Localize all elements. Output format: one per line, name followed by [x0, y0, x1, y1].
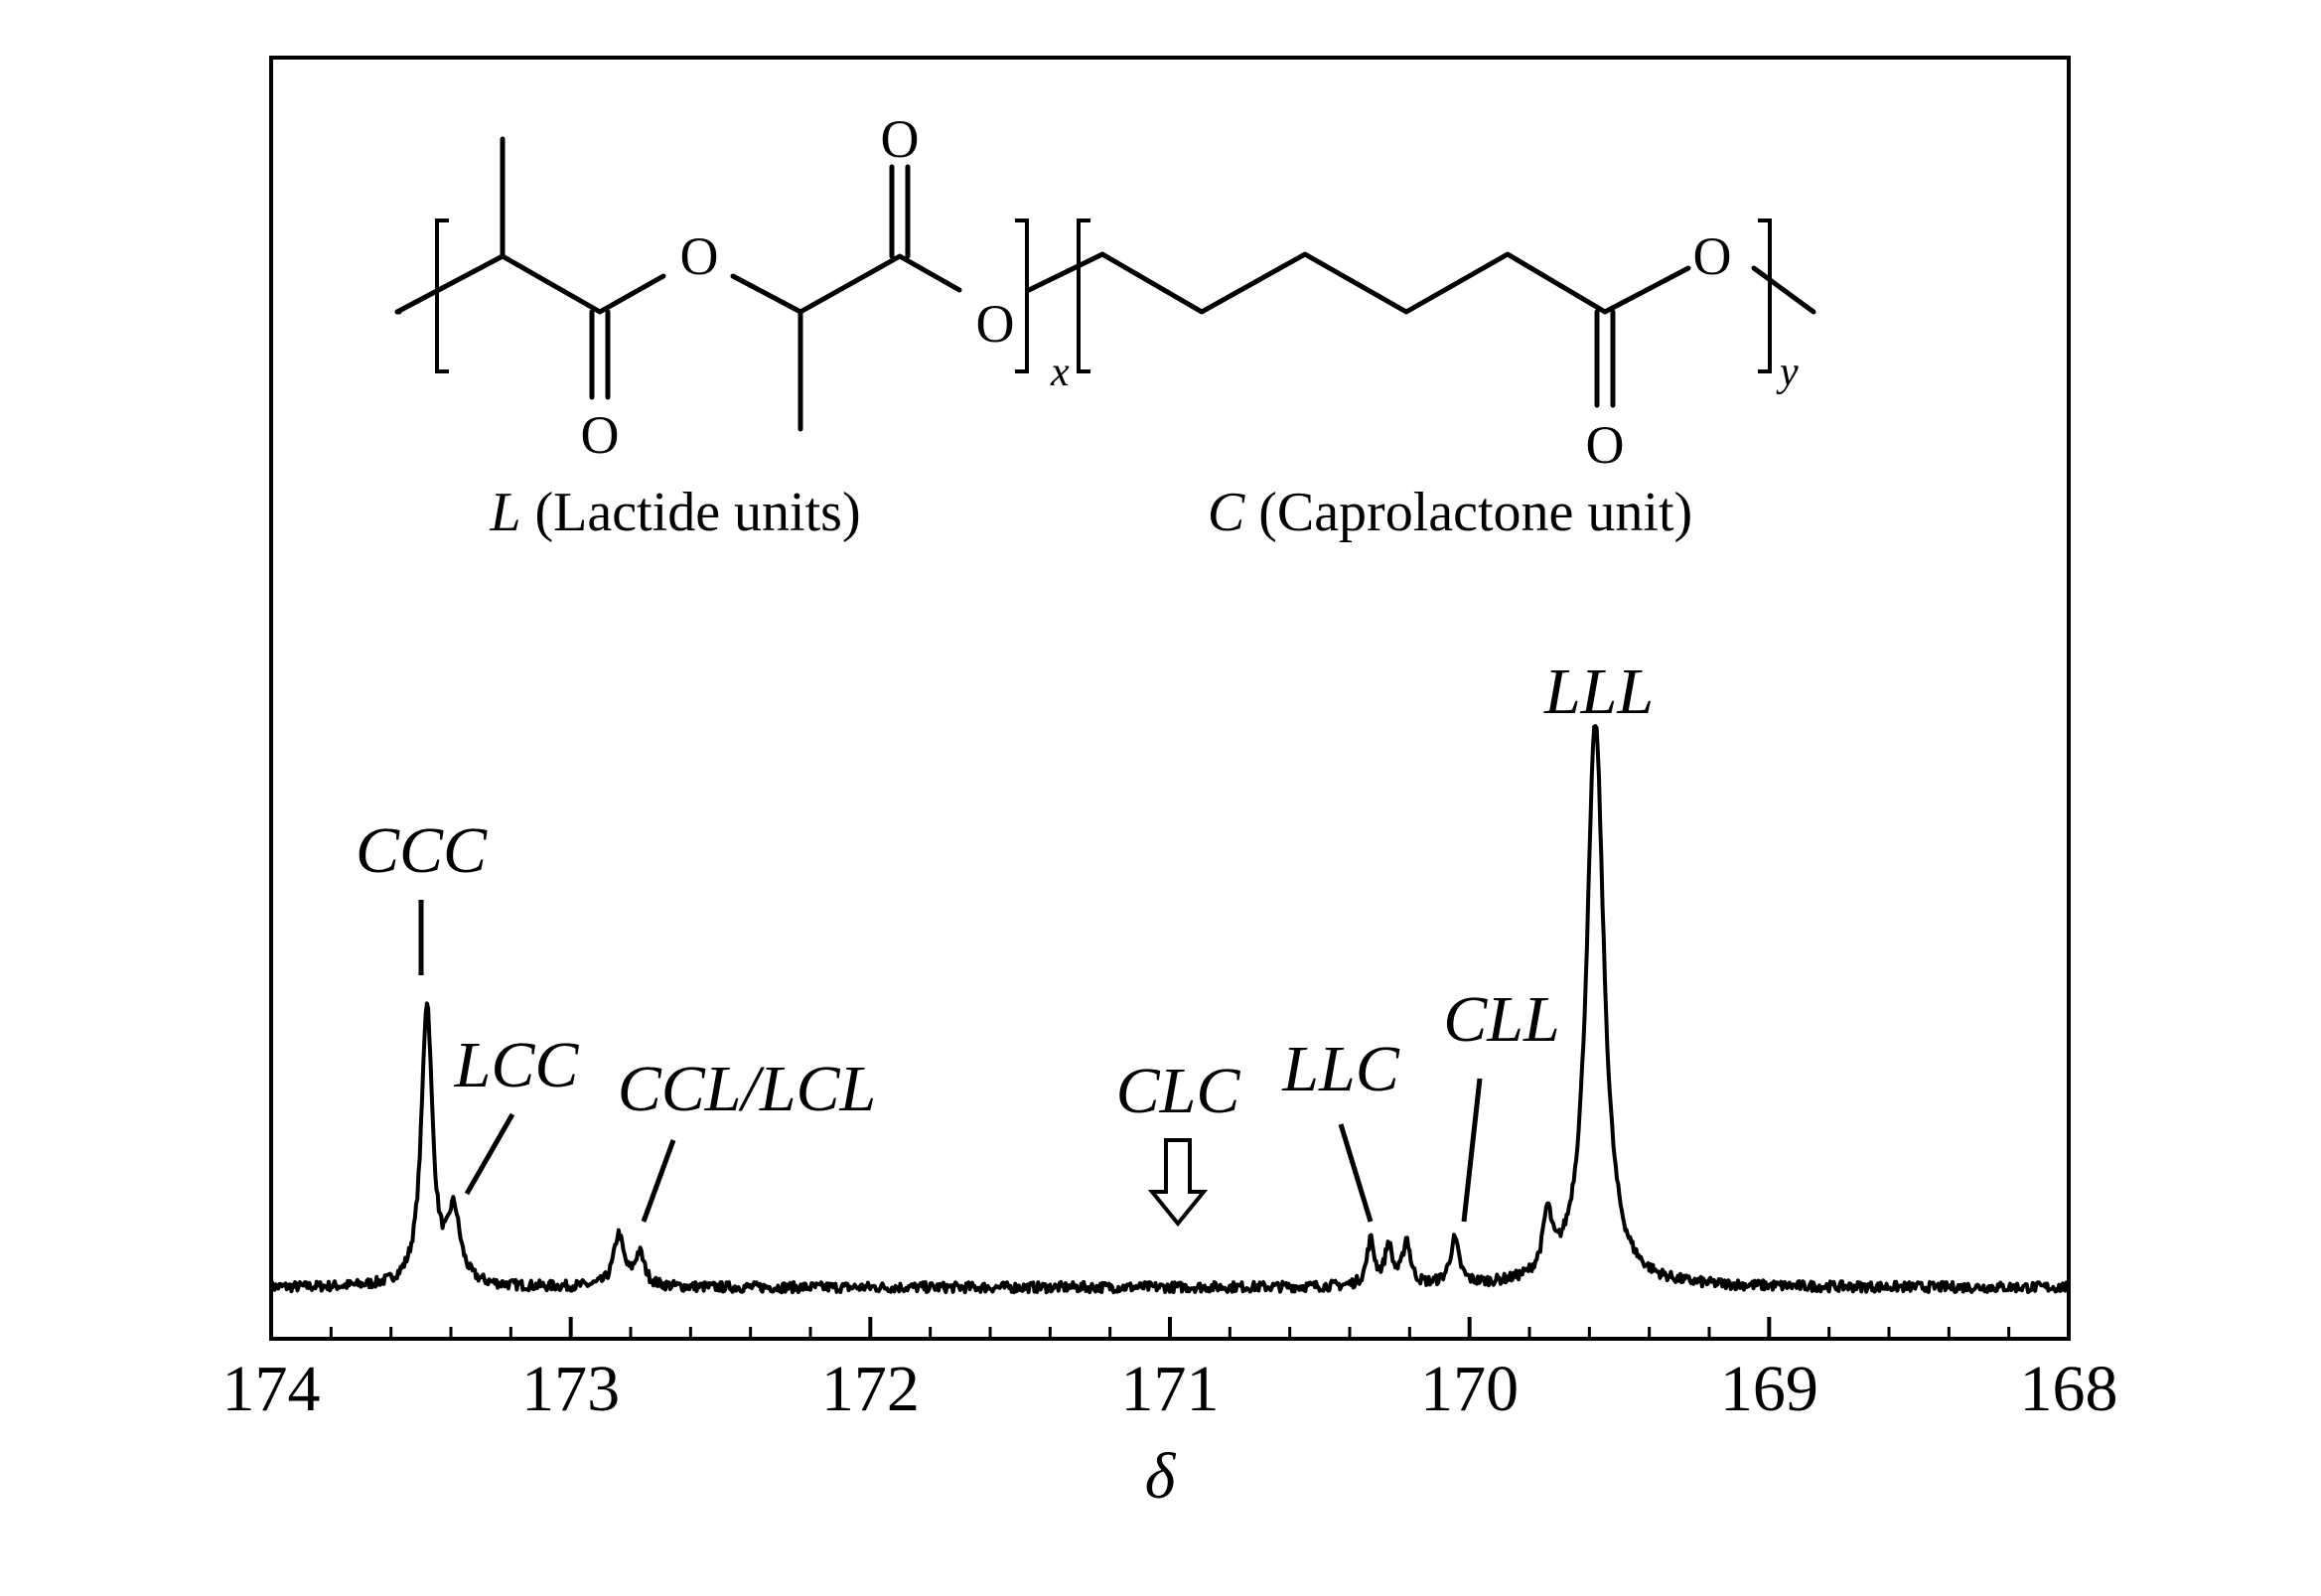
plot-frame [269, 56, 2071, 1341]
peak-pointer-ccl-lcl [641, 1139, 676, 1223]
peak-pointer-llc [1338, 1123, 1374, 1223]
caption-caprolactone-letter: C [1208, 482, 1245, 543]
subscript-y: y [1776, 350, 1799, 395]
atom-o-carbonyl-1: O [581, 405, 620, 465]
link-bond [1026, 251, 1105, 293]
caption-caprolactone: C (Caprolactone unit) [1208, 482, 1692, 543]
x-tick-label: 174 [222, 1353, 321, 1425]
bracket-right-y [1758, 218, 1772, 373]
lactide-backbone-2 [730, 253, 962, 315]
caption-caprolactone-text: (Caprolactone unit) [1244, 482, 1692, 543]
chemical-structure: x y O O O O O O L (Lactide units) C (Cap… [394, 109, 1816, 543]
peak-pointer-cll [1461, 1078, 1483, 1223]
subscript-x: x [1050, 350, 1070, 395]
peak-pointer-lcc [464, 1112, 515, 1196]
bracket-right-x [1015, 218, 1029, 373]
peak-label-ccl-lcl: CCL/LCL [618, 1053, 877, 1125]
x-axis-tick-labels: 174 173 172 171 170 169 168 [222, 1353, 2118, 1425]
lactide-backbone [394, 253, 666, 315]
bracket-left-y [1077, 218, 1090, 373]
x-tick-label: 173 [521, 1353, 620, 1425]
peak-label-clc: CLC [1116, 1055, 1241, 1127]
x-tick-label: 171 [1121, 1353, 1220, 1425]
atom-o-carbonyl-3: O [1586, 415, 1625, 475]
atom-o-ester-1: O [680, 226, 719, 286]
peak-label-ccc: CCC [356, 814, 488, 887]
peak-label-cll: CLL [1443, 983, 1559, 1056]
peak-label-lll: LLL [1543, 655, 1654, 728]
peak-annotations: CCC LCC CCL/LCL CLC LLC CLL LLL [356, 655, 1654, 1228]
atom-o-ester-3: O [1693, 226, 1732, 286]
caprolactone-backbone [1099, 251, 1691, 315]
x-tick-label: 169 [1720, 1353, 1818, 1425]
end-bond [1751, 265, 1816, 315]
atom-o-carbonyl-2: O [881, 109, 920, 169]
caption-lactide-text: (Lactide units) [521, 482, 861, 543]
peak-label-lcc: LCC [454, 1029, 580, 1101]
bracket-left-x [435, 218, 449, 373]
atom-o-ester-2: O [976, 294, 1015, 354]
x-tick-label: 172 [821, 1353, 920, 1425]
caption-lactide-letter: L [489, 482, 520, 543]
caption-lactide: L (Lactide units) [489, 482, 860, 543]
x-tick-label: 170 [1420, 1353, 1519, 1425]
spectrum-line [269, 724, 2071, 1295]
x-axis-label: δ [1145, 1440, 1177, 1513]
x-axis-ticks [269, 1317, 2071, 1339]
hollow-arrow-icon [1147, 1138, 1209, 1228]
x-tick-label: 168 [2020, 1353, 2118, 1425]
peak-label-llc: LLC [1281, 1033, 1399, 1105]
